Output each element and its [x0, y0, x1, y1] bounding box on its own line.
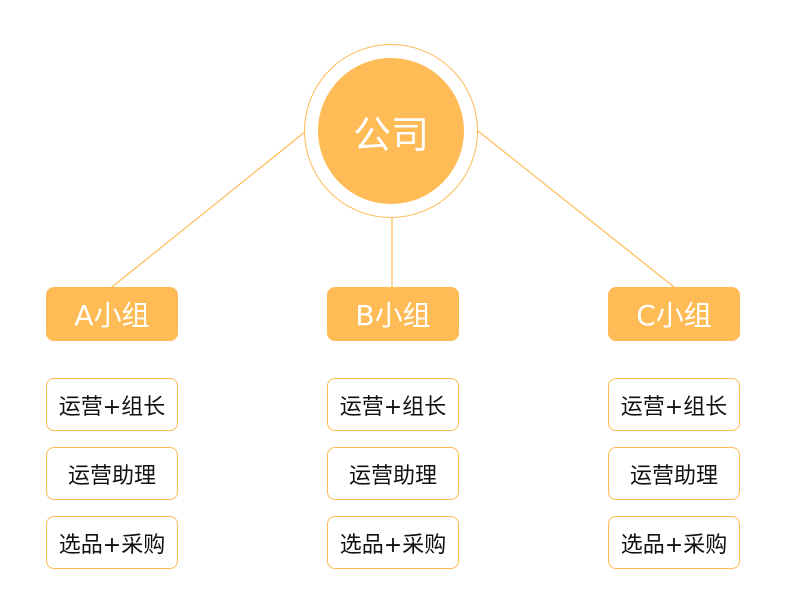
group-c-role-1: 运营+组长 — [608, 378, 740, 431]
group-b-label: B小组 — [355, 299, 431, 332]
group-b-header: B小组 — [327, 287, 459, 341]
group-b-role-1: 运营+组长 — [327, 378, 459, 431]
group-b-role-2: 运营助理 — [327, 447, 459, 500]
group-a-header: A小组 — [46, 287, 178, 341]
role-label: 运营+组长 — [58, 394, 166, 420]
group-a-role-2: 运营助理 — [46, 447, 178, 500]
role-label: 运营助理 — [67, 463, 156, 489]
company-label: 公司 — [352, 112, 429, 157]
group-c-header: C小组 — [608, 287, 740, 341]
role-label: 运营+组长 — [339, 394, 447, 420]
group-a-label: A小组 — [74, 299, 150, 332]
group-a-role-1: 运营+组长 — [46, 378, 178, 431]
role-label: 选品+采购 — [620, 532, 728, 558]
group-c-label: C小组 — [636, 299, 712, 332]
role-label: 运营助理 — [629, 463, 718, 489]
group-b-role-3: 选品+采购 — [327, 516, 459, 569]
group-c-role-3: 选品+采购 — [608, 516, 740, 569]
role-label: 选品+采购 — [339, 532, 447, 558]
group-a-role-3: 选品+采购 — [46, 516, 178, 569]
group-c-role-2: 运营助理 — [608, 447, 740, 500]
role-label: 运营+组长 — [620, 394, 728, 420]
connector-line-a — [111, 130, 307, 288]
company-node: 公司 — [318, 58, 464, 204]
role-label: 选品+采购 — [58, 532, 166, 558]
connector-line-c — [477, 130, 675, 288]
role-label: 运营助理 — [348, 463, 437, 489]
